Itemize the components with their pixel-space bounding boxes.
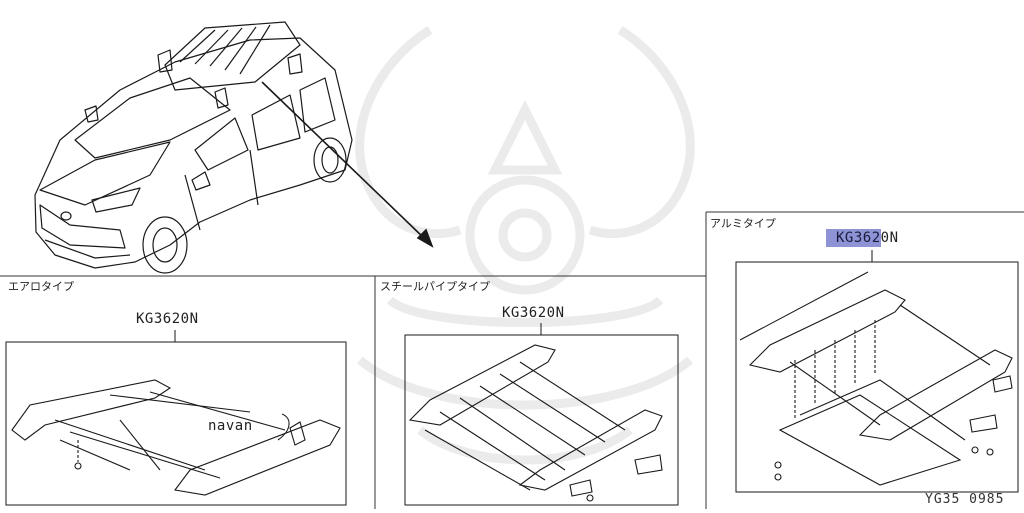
alum-type-box — [735, 250, 1019, 493]
aero-type-box — [5, 330, 347, 506]
steel-section-label: スチールパイプタイプ — [380, 280, 490, 293]
steel-roof-rack — [408, 344, 663, 502]
car-illustration — [34, 21, 353, 274]
watermark-emblem — [355, 26, 695, 465]
pointer-arrow — [261, 81, 434, 248]
callout-text: navan — [208, 418, 253, 434]
section-dividers — [0, 211, 1024, 509]
part-number-suffix: 0N — [880, 230, 899, 246]
steel-part-number: KG3620N — [502, 305, 565, 321]
alum-roof-rack — [739, 271, 1013, 486]
alum-part-number: KG3620N — [826, 229, 899, 247]
aero-section-label: エアロタイプ — [8, 280, 74, 293]
alum-section-label: アルミタイプ — [710, 217, 776, 230]
aero-part-number: KG3620N — [136, 311, 199, 327]
aero-roof-rack — [11, 379, 341, 496]
part-number-highlight: KG362 — [826, 229, 881, 247]
reference-code: YG35 0985 — [925, 492, 1005, 507]
steel-type-box — [404, 323, 679, 506]
